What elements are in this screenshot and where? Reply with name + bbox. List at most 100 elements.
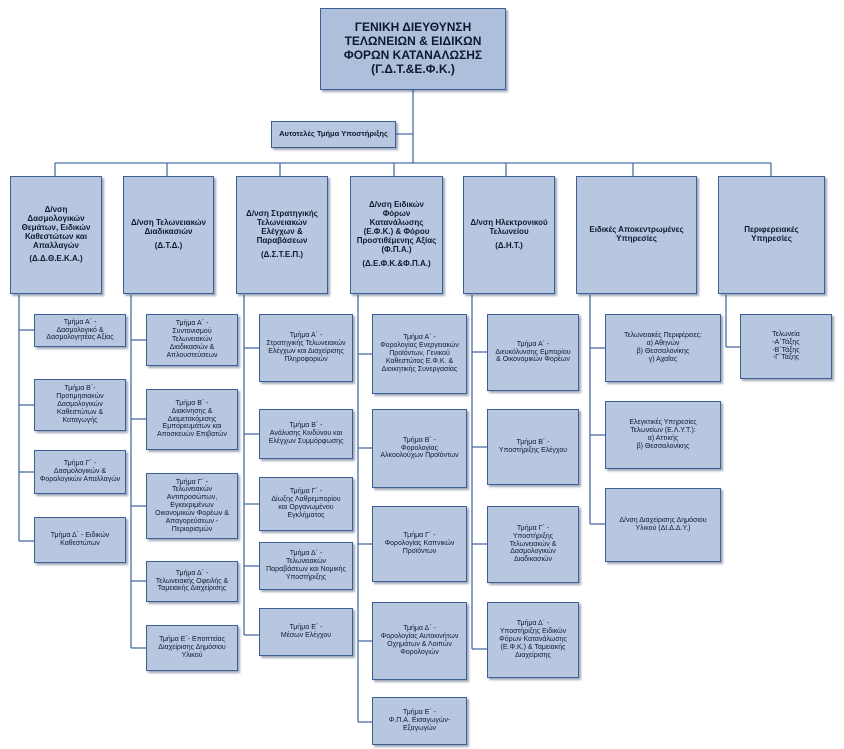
box-text-line: Καθεστώτων και — [24, 231, 88, 241]
box-text-line: Δ/νση Διαχείρισης Δημόσιου — [619, 517, 707, 525]
col3-department-e: Τμήμα Ε΄ -Μέσων Ελέγχου — [259, 608, 353, 656]
box-text-line: Καθεστώτων — [60, 540, 100, 547]
box-text-line: Προϊόντων — [402, 547, 437, 555]
box-text-line: (Ε.Φ.Κ.) & Φόρου — [363, 227, 430, 237]
box-text-line: ΤΕΛΩΝΕΙΩΝ & ΕΙΔΙΚΩΝ — [344, 34, 482, 49]
box-text-line: Υποστήριξης — [512, 532, 554, 540]
col5-department-a: Τμήμα Α΄ -Διευκόλυνσης Εμπορίου& Οικονομ… — [487, 314, 579, 391]
box-text-line: Τμήμα Γ΄ - — [403, 532, 436, 540]
box-text-line: Αντιπροσώπων, — [166, 494, 218, 502]
support-department-box: Αυτοτελές Τμήμα Υποστήριξης — [271, 121, 396, 148]
box-text-line: Απαγορεύσεων - — [165, 517, 219, 525]
box-text-line: Κατανάλωσης — [369, 218, 424, 228]
box-text-line: Πληροφοριών — [284, 355, 328, 363]
box-text-line: Φορολογίας — [401, 444, 438, 452]
box-text-line: Υποστήριξης — [285, 573, 327, 581]
box-text-line: Καθεστώτος Ε.Φ.Κ. & — [385, 357, 454, 365]
box-text-line: Εμπορευμάτων και — [162, 423, 222, 431]
box-text-line: Δασμολογητέας Αξίας — [46, 334, 114, 342]
box-text-line: Τελωνειακής Οφειλής & — [155, 577, 229, 585]
box-text-line: Υποστήριξης Ελέγχου — [498, 447, 568, 454]
box-text-line: Διαχείρισης Δημόσιου — [158, 644, 226, 652]
box-text-line: Φορολογικών Απαλλαγών — [39, 475, 121, 483]
box-text-line: Τμήμα Δ΄ - — [289, 550, 323, 558]
box-text-line: Φορολογίας Αυτοκινήτων — [380, 633, 459, 641]
box-text-line: Τελωνειακών — [171, 336, 213, 344]
box-text-line: Αλκοολούχων Προϊόντων — [380, 452, 459, 460]
col2-department-d: Τμήμα Δ΄ -Τελωνειακής Οφειλής &Ταμειακής… — [146, 561, 238, 602]
col1-department-c: Τμήμα Γ΄ -Δασμολογικών &Φορολογικών Απαλ… — [34, 450, 126, 494]
box-text-line: (Δ.Τ.Δ.) — [154, 240, 183, 250]
col4-department-e: Τμήμα Ε΄ -Φ.Π.Α. Εισαγωγών-Εξαγωγών — [372, 697, 467, 745]
box-text-line: Τμήμα Γ΄ - — [175, 478, 209, 486]
box-text-line: Ανάλυσης Κινδύνου και — [269, 430, 343, 438]
box-text-line: Περιορισμών — [171, 525, 213, 533]
box-text-line: Διαδικασιών — [144, 227, 193, 237]
box-text-line: -Β΄Τάξης — [772, 346, 800, 354]
box-text-line: Περιφερειακές — [744, 225, 799, 235]
box-text-line: Τμήμα Δ΄ - — [403, 625, 436, 633]
box-text-line: Μέσων Ελέγχου — [280, 632, 332, 639]
box-text-line: Ειδικές Αποκεντρωμένες — [589, 225, 684, 235]
box-text-line: Στρατηγικής Τελωνειακών — [266, 340, 346, 348]
box-text-line: Διαδικασιών — [513, 556, 553, 564]
box-text-line: Τμήμα Γ΄ - — [516, 524, 550, 532]
box-text-line: Καθεστώτων & — [56, 408, 104, 416]
box-text-line: Διαχείρισης — [515, 651, 551, 659]
box-text-line: Ταμειακής Διαχείρισης — [157, 585, 227, 593]
box-text-line: Δασμολογικό & — [56, 326, 104, 334]
box-text-line: Υπηρεσίες — [616, 234, 657, 243]
box-text-line: γ) Αχαΐας — [648, 355, 678, 363]
box-text-line: Φορολογίας Ενεργειακών — [380, 342, 459, 350]
box-text-line: Τμήμα Δ΄ - — [175, 569, 209, 577]
box-text-line: Υλικού (ΔΙ.Δ.Δ.Υ.) — [635, 525, 691, 532]
box-text-line: Καταγωγής — [62, 416, 98, 424]
box-text-line: Αποσκευών Επιβατών — [157, 431, 227, 439]
box-text-line: Τμήμα Β΄ - — [289, 422, 323, 430]
box-text-line: Διοικητικής Συνεργασίας — [381, 365, 458, 373]
box-text-line: (Γ.Δ.Τ.&Ε.Φ.Κ.) — [371, 61, 455, 76]
box-text-line: -Γ΄Τάξης — [772, 354, 800, 362]
col5-department-b: Τμήμα Β΄ -Υποστήριξης Ελέγχου — [487, 409, 579, 485]
box-text-line: Δ/νση Τελωνειακών — [131, 218, 206, 228]
box-text-line: (Ε.Φ.Κ.) & Ταμειακής — [500, 643, 566, 651]
box-text-line: Προϊόντων, Γενικού — [389, 350, 450, 358]
box-text-line: Τμήμα Γ΄ - — [63, 460, 97, 468]
box-text-line: Τμήμα Α΄ - — [289, 332, 323, 340]
box-text-line: Τμήμα Α΄ - — [63, 318, 97, 326]
box-text-line: (Δ.Ε.Φ.Κ.&Φ.Π.Α.) — [362, 258, 431, 268]
customs-offices-box: Τελωνεία-Α΄Τάξης-Β΄Τάξης-Γ΄Τάξης — [740, 314, 832, 379]
box-text-line: και Οργανωμένου — [278, 504, 334, 511]
box-text-line: Συντονισμού — [172, 328, 212, 336]
box-text-line: & Οικονομικών Φορέων — [496, 356, 570, 364]
box-text-line: Διευκόλυνσης Εμπορίου — [495, 348, 571, 356]
box-text-line: ΓΕΝΙΚΗ ΔΙΕΥΘΥΝΣΗ — [354, 20, 472, 35]
box-text-line: Προτιμησιακών — [56, 393, 104, 401]
box-text-line: Διαδικασιών & — [169, 343, 215, 351]
box-text-line: Δασμολογικών & — [53, 468, 107, 476]
box-text-line: β) Θεσσαλονίκης — [636, 442, 690, 450]
box-text-line: Τμήμα Δ΄ - Ειδικών — [50, 532, 110, 540]
box-text-line: Τμήμα Β΄ - — [403, 436, 436, 444]
